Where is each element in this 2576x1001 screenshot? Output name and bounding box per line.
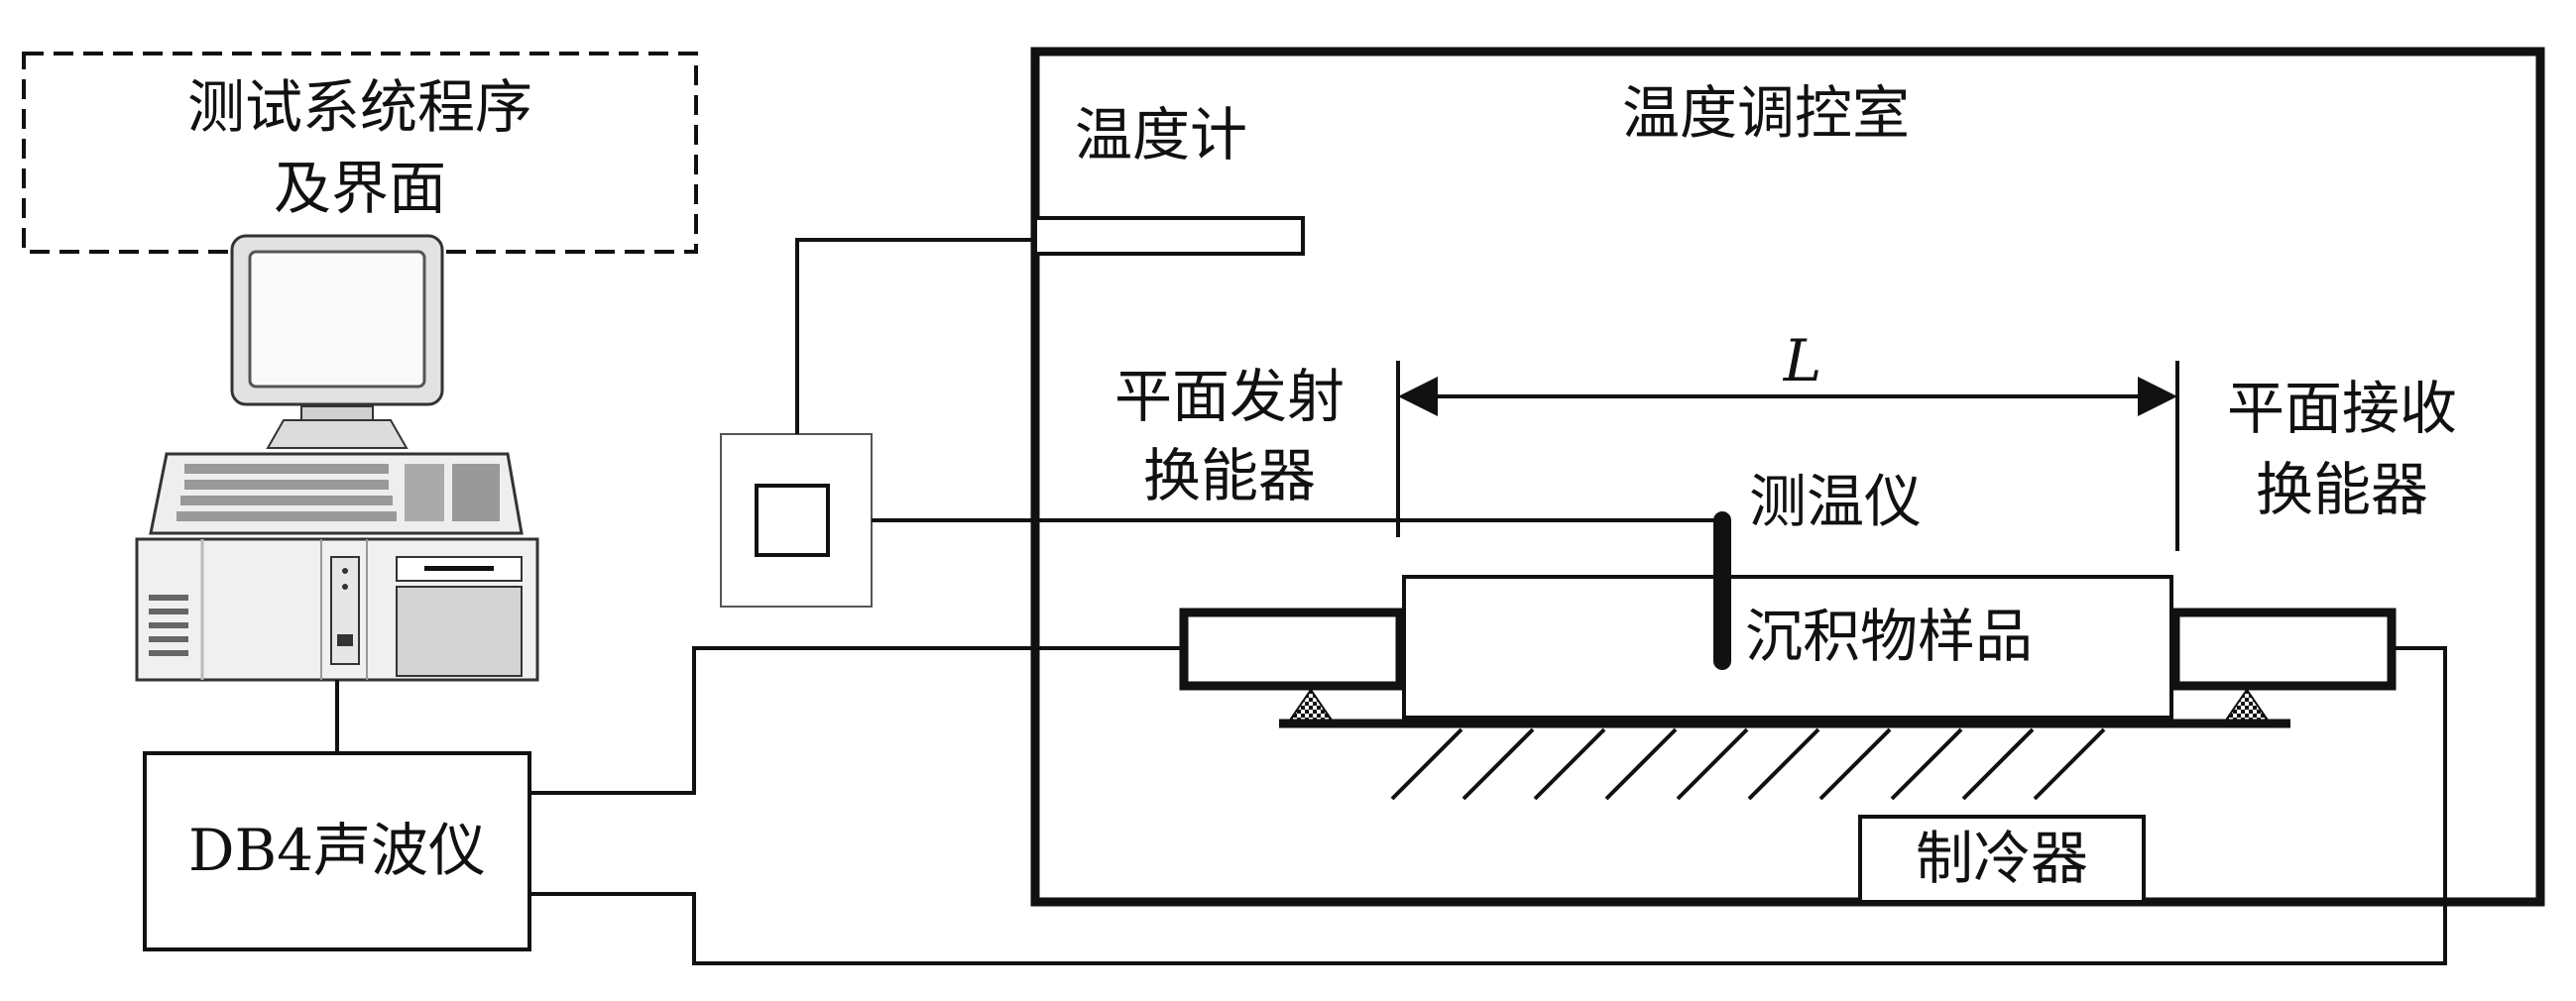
cooler-box (1858, 815, 2146, 904)
software-label-line2: 及界面 (274, 155, 446, 222)
sample-label: 沉积物样品 (1745, 603, 2033, 670)
temperature-chamber (1030, 47, 2545, 907)
computer-icon (135, 234, 539, 682)
thermometer-label: 温度计 (1075, 101, 1247, 168)
left-support (1287, 688, 1335, 723)
cable-db4-transmitter (529, 646, 1184, 795)
temp-reader-display (755, 484, 830, 557)
receiver-transducer (2170, 608, 2397, 691)
db4-instrument-box (143, 751, 531, 951)
receiver-label-line1: 平面接收 (2227, 375, 2457, 442)
transmitter-transducer (1179, 608, 1405, 691)
transmitter-label-line2: 换能器 (1143, 442, 1316, 509)
cooler-label: 制冷器 (1916, 825, 2088, 892)
ground-hatching (1390, 727, 2106, 801)
temp-probe-rod (1713, 511, 1731, 670)
cable-db4-receiver (529, 646, 2447, 965)
right-support (2223, 688, 2271, 723)
receiver-label-line2: 换能器 (2256, 456, 2428, 523)
distance-label: L (1783, 327, 1822, 394)
thermometer-bar (1033, 216, 1305, 256)
chamber-label: 温度调控室 (1622, 79, 1910, 147)
db4-instrument-label: DB4声波仪 (188, 817, 486, 884)
temp-probe-label: 测温仪 (1749, 468, 1922, 535)
software-label-line1: 测试系统程序 (187, 73, 532, 141)
cable-thermometer (795, 238, 1035, 434)
transmitter-label-line1: 平面发射 (1114, 363, 1345, 430)
